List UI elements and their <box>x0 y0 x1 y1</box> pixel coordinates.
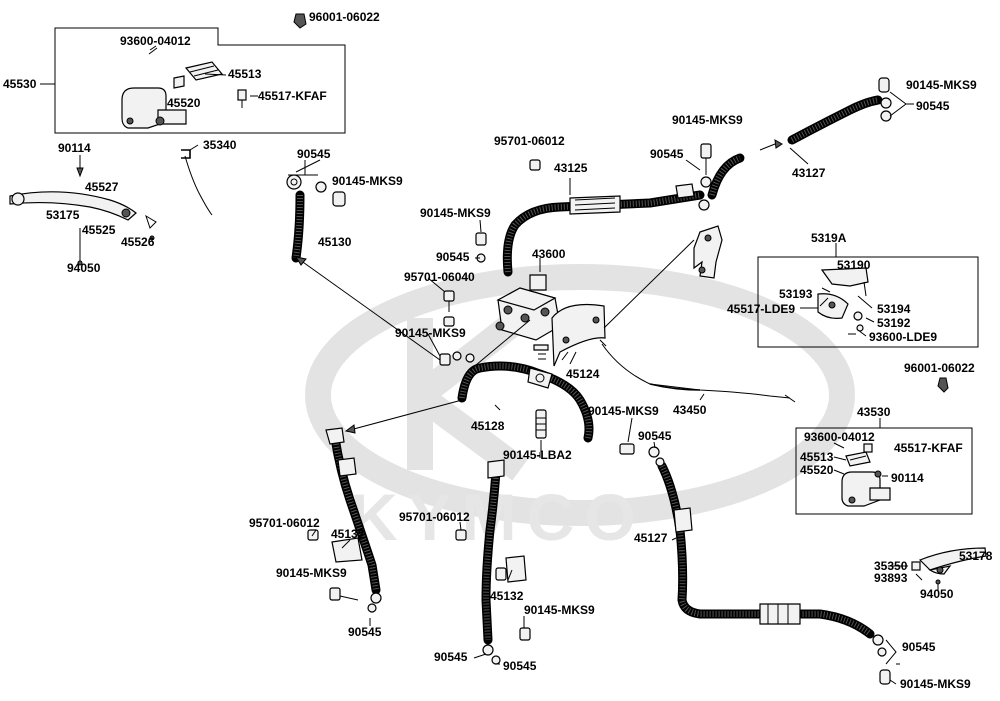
brake-joint-43600 <box>495 258 606 367</box>
label-90145-mks9: 90145-MKS9 <box>900 677 971 691</box>
label-43530: 43530 <box>857 405 891 419</box>
label-90145-mks9: 90145-MKS9 <box>420 206 491 220</box>
master-cylinder-kit-left <box>40 27 346 134</box>
label-45130: 45130 <box>318 235 352 249</box>
label-96001-06022: 96001-06022 <box>904 361 975 375</box>
label-90145-mks9: 90145-MKS9 <box>672 113 743 127</box>
label-43125: 43125 <box>554 161 588 175</box>
label-45517-kfaf: 45517-KFAF <box>258 89 327 103</box>
label-90545: 90545 <box>503 659 537 673</box>
brake-lever-right <box>888 547 987 585</box>
label-45517-lde9: 45517-LDE9 <box>727 302 795 316</box>
part-labels: 96001-06022 93600-04012 45530 45513 4552… <box>3 10 993 691</box>
brake-lever-left <box>9 155 157 266</box>
hose-upper-right <box>698 77 914 211</box>
label-90145-mks9: 90145-MKS9 <box>906 78 977 92</box>
label-53178: 53178 <box>959 549 993 563</box>
label-45132: 45132 <box>331 527 365 541</box>
label-90545: 90545 <box>434 650 468 664</box>
label-90145-mks9: 90145-MKS9 <box>332 174 403 188</box>
label-90545: 90545 <box>650 147 684 161</box>
label-90145-lba2: 90145-LBA2 <box>503 448 572 462</box>
joint-bolts <box>439 159 541 366</box>
label-45526: 45526 <box>121 235 155 249</box>
hose-45130 <box>286 160 346 263</box>
label-45513: 45513 <box>800 450 834 464</box>
label-90114: 90114 <box>891 471 924 485</box>
hose-45127 <box>619 443 897 685</box>
label-93893: 93893 <box>874 571 908 585</box>
label-43127: 43127 <box>792 166 826 180</box>
label-53194: 53194 <box>877 302 911 316</box>
label-45520: 45520 <box>800 463 834 477</box>
label-94050: 94050 <box>920 587 954 601</box>
label-95701-06012: 95701-06012 <box>399 510 470 524</box>
label-45128: 45128 <box>471 419 505 433</box>
label-43600: 43600 <box>532 247 566 261</box>
label-96001-06022: 96001-06022 <box>309 10 380 24</box>
hose-43125 <box>502 183 705 277</box>
label-43450: 43450 <box>673 403 707 417</box>
clip-icon <box>293 13 307 29</box>
label-90545: 90545 <box>297 147 331 161</box>
label-45132: 45132 <box>490 589 524 603</box>
label-45517-kfaf: 45517-KFAF <box>894 441 963 455</box>
label-53175: 53175 <box>46 208 80 222</box>
hose-45128 <box>457 361 594 452</box>
label-95701-06012: 95701-06012 <box>249 516 320 530</box>
label-45520: 45520 <box>167 96 201 110</box>
label-90545: 90545 <box>436 250 470 264</box>
brake-switch-left <box>181 144 213 216</box>
label-45127: 45127 <box>634 531 668 545</box>
hose-lower-middle <box>455 459 531 665</box>
label-leaders <box>295 147 939 685</box>
label-90545: 90545 <box>638 429 672 443</box>
label-45527: 45527 <box>85 180 119 194</box>
label-90145-mks9: 90145-MKS9 <box>395 326 466 340</box>
label-45530: 45530 <box>3 77 37 91</box>
label-95701-06040: 95701-06040 <box>404 270 475 284</box>
label-35350: 35350 <box>874 559 908 573</box>
label-93600-04012: 93600-04012 <box>120 34 191 48</box>
label-93600-lde9: 93600-LDE9 <box>869 330 937 344</box>
label-90145-mks9: 90145-MKS9 <box>276 566 347 580</box>
label-90545: 90545 <box>902 640 936 654</box>
label-93600-04012: 93600-04012 <box>804 430 875 444</box>
label-45124: 45124 <box>566 367 600 381</box>
label-90145-mks9: 90145-MKS9 <box>524 603 595 617</box>
hose-lower-left <box>307 427 382 613</box>
label-90545: 90545 <box>348 625 382 639</box>
label-94050: 94050 <box>67 261 101 275</box>
label-90145-mks9: 90145-MKS9 <box>588 404 659 418</box>
label-45525: 45525 <box>82 223 116 237</box>
label-90114: 90114 <box>58 141 91 155</box>
clip-icon-right <box>937 377 949 393</box>
label-53190: 53190 <box>837 258 871 272</box>
label-35340: 35340 <box>203 138 237 152</box>
label-90545: 90545 <box>916 99 950 113</box>
cable-43450 <box>599 339 796 403</box>
master-cylinder-kit-right <box>795 418 973 515</box>
label-5319a: 5319A <box>811 231 847 245</box>
label-45513: 45513 <box>228 67 262 81</box>
label-53192: 53192 <box>877 316 911 330</box>
label-95701-06012: 95701-06012 <box>494 134 565 148</box>
leader-lines <box>294 256 531 434</box>
label-53193: 53193 <box>779 287 813 301</box>
bracket-mount <box>603 225 723 329</box>
